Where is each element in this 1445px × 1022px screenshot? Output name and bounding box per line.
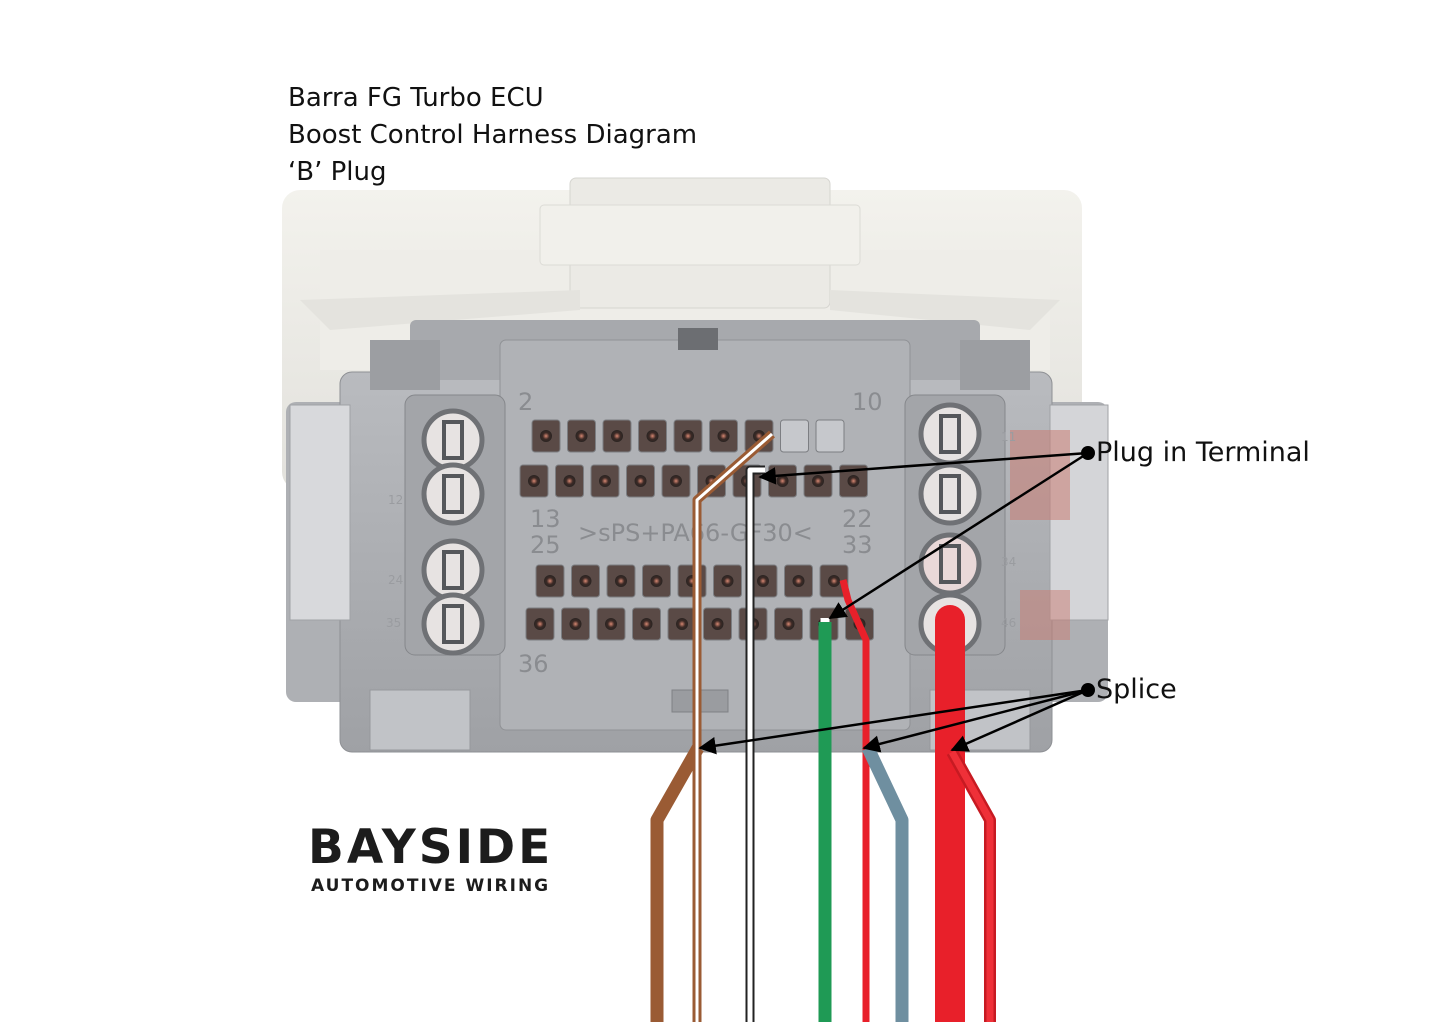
pin-contact (599, 475, 611, 487)
title-block: Barra FG Turbo ECU Boost Control Harness… (288, 80, 697, 191)
logo-name: BAYSIDE (308, 820, 554, 875)
title-line-3: ‘B’ Plug (288, 157, 387, 187)
side-number-left-1: 12 (388, 493, 403, 507)
wire-red-thin (839, 579, 870, 1022)
logo-tagline: AUTOMOTIVE WIRING (311, 876, 551, 896)
pin-row-2 (519, 464, 868, 498)
pin-contact (569, 618, 582, 630)
pin-contact (646, 430, 659, 442)
pin-row-3 (535, 564, 849, 598)
pin-contact (721, 575, 734, 587)
bayside-logo: BAYSIDE AUTOMOTIVE WIRING (308, 820, 554, 897)
pin-contact (812, 475, 824, 487)
pin-contact (650, 575, 663, 587)
callout-plug-in-terminal: Plug in Terminal (758, 437, 1310, 620)
pin-label-mid-left-lower: 25 (530, 531, 561, 559)
pin-contact (782, 618, 795, 630)
side-number-right-3: 46 (1001, 616, 1016, 630)
pin-contact (792, 575, 805, 587)
wire-grey-blue (862, 745, 909, 1022)
pin-label-mid-left-upper: 13 (530, 505, 561, 533)
pin-label-mid-right-lower: 33 (842, 531, 873, 559)
pin-label-top-left: 2 (518, 388, 533, 416)
pin-contact (640, 618, 653, 630)
pin-contact (605, 618, 617, 630)
pin-label-bottom-left: 36 (518, 650, 549, 678)
pin-cavity (780, 419, 809, 453)
wire-brown-lower (650, 744, 704, 1022)
side-number-left-3: 35 (386, 616, 401, 630)
pin-contact (711, 618, 724, 630)
side-number-right-2: 34 (1001, 555, 1016, 569)
pin-contact (544, 575, 556, 587)
pin-grid (519, 419, 874, 641)
splice-label: Splice (1096, 674, 1177, 705)
left-terminal-column (404, 394, 506, 656)
pin-contact (611, 430, 623, 442)
pin-label-top-right: 10 (852, 388, 883, 416)
pin-contact (670, 475, 682, 487)
plug-in-terminal-label: Plug in Terminal (1096, 437, 1310, 468)
pin-contact (540, 430, 552, 442)
callout-splice: Splice (698, 674, 1177, 755)
pin-contact (634, 475, 647, 487)
pin-contact (757, 575, 769, 587)
pin-contact (717, 430, 730, 442)
pin-contact (682, 430, 694, 442)
pin-row-1 (531, 419, 845, 453)
side-number-right-1: 11 (1001, 430, 1016, 444)
pin-contact (615, 575, 627, 587)
title-line-2: Boost Control Harness Diagram (288, 120, 698, 150)
pin-contact (534, 618, 546, 630)
pin-contact (579, 575, 592, 587)
pin-cavity (815, 419, 845, 453)
pin-contact (776, 475, 789, 487)
pin-contact (575, 430, 588, 442)
pin-contact (563, 475, 576, 487)
title-line-1: Barra FG Turbo ECU (288, 83, 544, 113)
side-number-left-2: 24 (388, 573, 403, 587)
wires (650, 430, 996, 1022)
pin-contact (676, 618, 688, 630)
pin-contact (528, 475, 540, 487)
pin-label-mid-right-upper: 22 (842, 505, 873, 533)
pin-contact (847, 475, 860, 487)
pin-contact (828, 575, 840, 587)
